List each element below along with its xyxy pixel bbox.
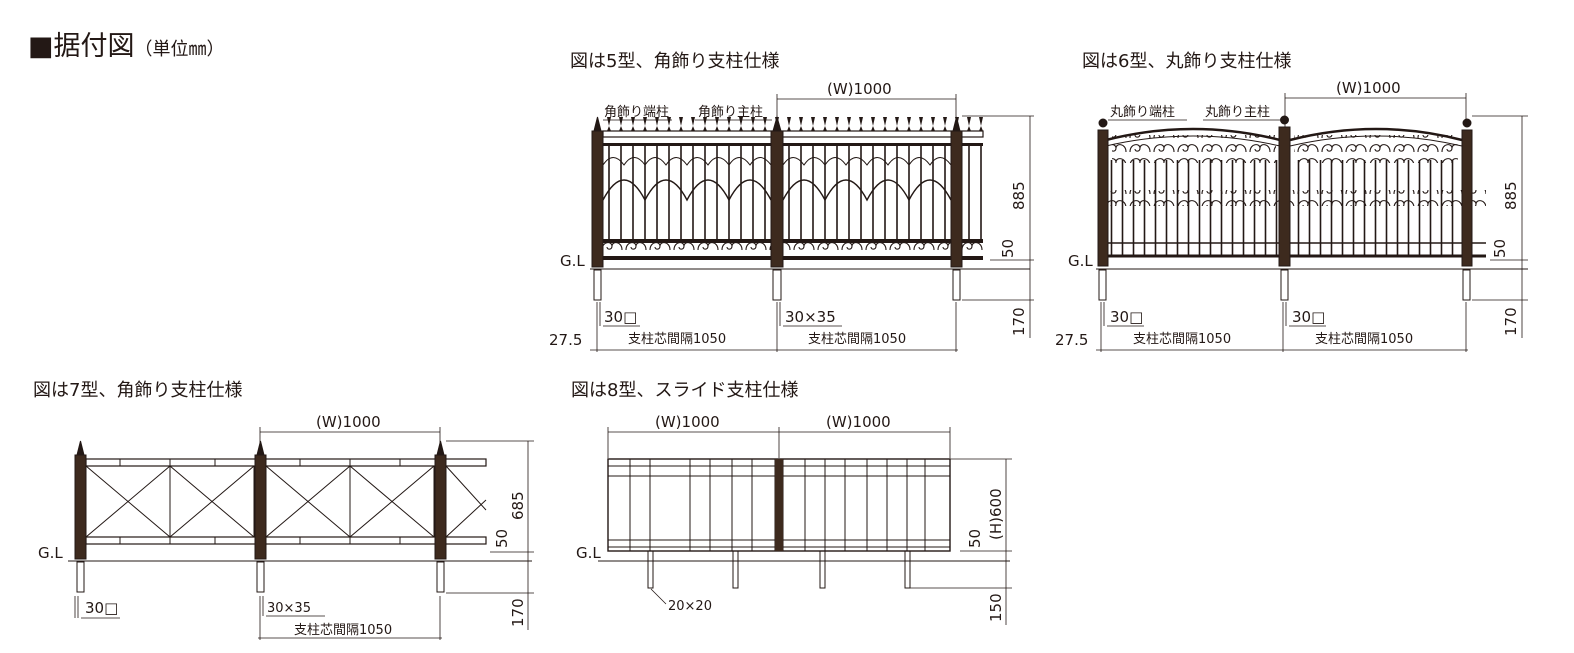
caption-type6: 図は6型、丸飾り支柱仕様 [1082, 51, 1292, 72]
type6-main-post-label: 丸飾り主柱 [1205, 105, 1270, 120]
type5-main-post-label: 角飾り主柱 [698, 105, 763, 120]
type5-width-dim: (W)1000 [827, 80, 892, 98]
type6-gl: G.L [1068, 252, 1093, 270]
type5-fence [590, 94, 1034, 352]
type7-end-post-size: 30□ [85, 599, 118, 617]
type6-clearance-dim: 50 [1491, 239, 1509, 258]
type7-gl: G.L [38, 544, 63, 562]
type8-gl: G.L [576, 544, 601, 562]
page-title: ■据付図（単位㎜） [28, 24, 225, 63]
type8-width-dim-1: (W)1000 [655, 413, 720, 431]
type8-clearance-dim: 50 [966, 529, 984, 548]
type6-end-post-size: 30□ [1110, 308, 1143, 326]
type7-fence [68, 427, 534, 640]
type5-embed-dim: 170 [1010, 307, 1028, 336]
title-main: ■据付図 [28, 31, 135, 62]
type6-end-post-label: 丸飾り端柱 [1110, 105, 1175, 120]
type5-pitch-1: 支柱芯間隔1050 [628, 332, 726, 347]
caption-type5: 図は5型、角飾り支柱仕様 [570, 51, 780, 72]
type5-end-offset: 27.5 [549, 331, 582, 349]
type8-height-dim: (H)600 [987, 488, 1005, 540]
type5-pitch-2: 支柱芯間隔1050 [808, 332, 906, 347]
type8-fence [598, 427, 1012, 625]
type5-end-post-label: 角飾り端柱 [604, 105, 669, 120]
type6-embed-dim: 170 [1502, 307, 1520, 336]
caption-type7: 図は7型、角飾り支柱仕様 [33, 380, 243, 401]
type7-height-dim: 685 [509, 491, 527, 520]
type6-pitch-1: 支柱芯間隔1050 [1133, 332, 1231, 347]
type6-height-dim: 885 [1502, 181, 1520, 210]
type7-embed-dim: 170 [509, 598, 527, 627]
type8-post-size: 20×20 [668, 599, 712, 614]
type5-main-post-size: 30×35 [785, 308, 836, 326]
type6-main-post-size: 30□ [1292, 308, 1325, 326]
type7-width-dim: (W)1000 [316, 413, 381, 431]
title-unit: （単位㎜） [134, 39, 225, 60]
type5-end-post-size: 30□ [604, 308, 637, 326]
type6-pitch-2: 支柱芯間隔1050 [1315, 332, 1413, 347]
type5-gl: G.L [560, 252, 585, 270]
type7-clearance-dim: 50 [493, 529, 511, 548]
type8-embed-dim: 150 [987, 593, 1005, 622]
type7-pitch: 支柱芯間隔1050 [294, 623, 392, 638]
type7-main-post-size: 30×35 [267, 601, 311, 616]
type8-width-dim-2: (W)1000 [826, 413, 891, 431]
type6-width-dim: (W)1000 [1336, 79, 1401, 97]
caption-type8: 図は8型、スライド支柱仕様 [571, 380, 799, 401]
type6-end-offset: 27.5 [1055, 331, 1088, 349]
type5-clearance-dim: 50 [999, 239, 1017, 258]
type5-height-dim: 885 [1010, 181, 1028, 210]
type6-fence [1096, 93, 1528, 352]
